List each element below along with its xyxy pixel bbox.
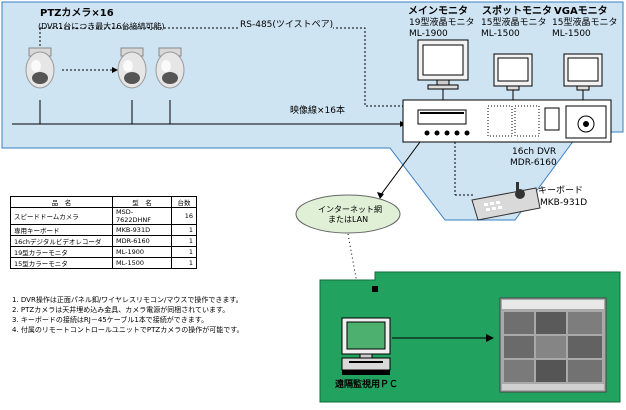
- row-qty: 1: [171, 257, 197, 269]
- ptz-camera-icon: [155, 47, 185, 89]
- row-model: ML-1900: [112, 246, 172, 258]
- camera-subtitle: (DVR1台につき最大16台接続可能): [38, 22, 165, 31]
- table-row: 15型カラーモニタ ML-1500 1: [10, 257, 197, 269]
- row-name: 19型カラーモニタ: [10, 246, 113, 258]
- row-name: 専用キーボード: [10, 224, 113, 236]
- dvr-label-line1: 16ch DVR: [512, 147, 557, 157]
- parts-table: 品 名 型 名 台数 スピードドームカメラ MSD-7622DHNF 16 専用…: [10, 196, 197, 269]
- header-model: 型 名: [112, 196, 172, 208]
- row-name: 15型カラーモニタ: [10, 257, 113, 269]
- row-name: スピードドームカメラ: [10, 207, 113, 225]
- notes-list: 1. DVR操作は正面パネル釦/ワイヤレスリモコン/マウスで操作できます。 2.…: [12, 295, 244, 335]
- note-item: 1. DVR操作は正面パネル釦/ワイヤレスリモコン/マウスで操作できます。: [12, 296, 243, 304]
- note-item: 2. PTZカメラは天井埋め込み金具、カメラ電源が同梱されています。: [12, 306, 230, 314]
- ptz-camera-icon: [25, 47, 55, 89]
- vga-monitor-model: ML-1500: [552, 29, 591, 39]
- internet-cloud-icon: [295, 194, 401, 234]
- table-row: 専用キーボード MKB-931D 1: [10, 224, 197, 236]
- table-row: スピードドームカメラ MSD-7622DHNF 16: [10, 207, 197, 225]
- row-qty: 1: [171, 224, 197, 236]
- row-qty: 1: [171, 246, 197, 258]
- keyboard-label-line1: キーボード: [538, 186, 584, 196]
- main-monitor-model: ML-1900: [409, 29, 448, 39]
- internet-label-line1: インターネット網: [318, 205, 382, 214]
- row-model: MSD-7622DHNF: [112, 207, 172, 225]
- vga-monitor-title: VGAモニタ: [554, 6, 608, 17]
- camera-title: PTZカメラ×16: [40, 8, 114, 19]
- video-line-label: 映像線×16本: [290, 106, 345, 116]
- rs485-label: RS-485(ツイストペア): [240, 20, 334, 30]
- main-monitor-title: メインモニタ: [408, 6, 468, 17]
- rs485-line: [40, 27, 405, 107]
- note-item: 4. 付属のリモートコントロールユニットでPTZカメラの操作が可能です。: [12, 326, 244, 334]
- remote-pc-label: 遠隔監視用ＰＣ: [335, 380, 399, 390]
- main-monitor-icon: [417, 39, 469, 90]
- vga-monitor-size: 15型液晶モニタ: [552, 18, 618, 28]
- header-qty: 台数: [171, 196, 197, 208]
- note-item: 3. キーボードの接続はRJ－45ケーブル1本で接続ができます。: [12, 316, 209, 324]
- row-qty: 1: [171, 235, 197, 247]
- row-qty: 16: [171, 207, 197, 225]
- keyboard-label-line2: MKB-931D: [540, 198, 588, 208]
- spot-monitor-title: スポットモニタ: [482, 6, 552, 17]
- spot-monitor-icon: [493, 53, 533, 91]
- remote-pc-icon: [341, 317, 391, 375]
- internet-label-line2: またはLAN: [328, 215, 369, 224]
- spot-monitor-size: 15型液晶モニタ: [481, 18, 547, 28]
- table-row: 19型カラーモニタ ML-1900 1: [10, 246, 197, 258]
- row-model: MDR-6160: [112, 235, 172, 247]
- remote-screen-thumbnail: [499, 297, 607, 393]
- row-model: MKB-931D: [112, 224, 172, 236]
- network-line: [379, 141, 421, 197]
- main-monitor-size: 19型液晶モニタ: [409, 18, 475, 28]
- table-row: 16chデジタルビデオレコーダ MDR-6160 1: [10, 235, 197, 247]
- row-name: 16chデジタルビデオレコーダ: [10, 235, 113, 247]
- header-name: 品 名: [10, 196, 113, 208]
- ptz-camera-icon: [117, 47, 147, 89]
- table-header-row: 品 名 型 名 台数: [10, 196, 197, 208]
- keyboard-icon: [471, 182, 541, 221]
- spot-monitor-model: ML-1500: [481, 29, 520, 39]
- dvr-icon: [402, 99, 612, 143]
- vga-monitor-icon: [563, 53, 603, 91]
- dvr-label-line2: MDR-6160: [510, 158, 557, 168]
- row-model: ML-1500: [112, 257, 172, 269]
